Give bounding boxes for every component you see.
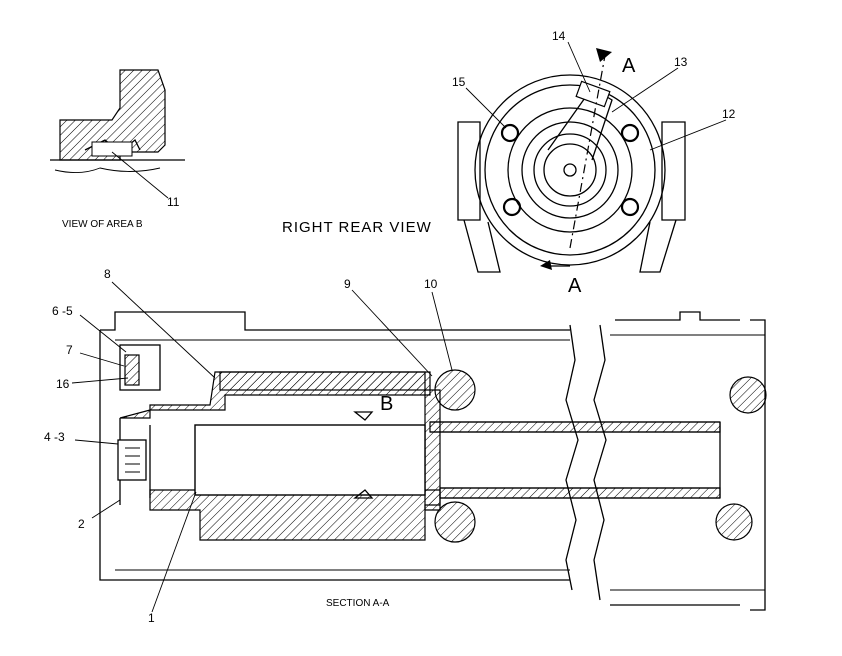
callout-10: 10 (424, 277, 438, 291)
section-mark-top: A (622, 55, 636, 77)
view-of-area-b: 11 VIEW OF AREA B (50, 69, 185, 230)
callout-7: 7 (66, 343, 73, 357)
section-a-a-caption: SECTION A-A (326, 598, 390, 609)
area-b-label: B (380, 393, 393, 415)
callout-9: 9 (344, 277, 351, 291)
right-rear-view-caption: RIGHT REAR VIEW (282, 219, 432, 236)
section-a-a: B 8 9 10 6 -5 7 16 4 -3 2 1 SECTION A-A (44, 267, 767, 625)
callout-4-3: 4 -3 (44, 430, 65, 444)
callout-16: 16 (56, 377, 70, 391)
section-mark-bottom: A (568, 275, 582, 297)
callout-11: 11 (167, 195, 180, 209)
callout-15: 15 (452, 75, 466, 89)
callout-12: 12 (722, 107, 736, 121)
callout-1: 1 (148, 611, 155, 625)
callout-8: 8 (104, 267, 111, 281)
callout-14: 14 (552, 29, 566, 43)
callout-13: 13 (674, 55, 688, 69)
view-area-b-caption: VIEW OF AREA B (62, 219, 143, 230)
callout-6-5: 6 -5 (52, 304, 73, 318)
right-rear-view: A A 14 13 12 15 RIGHT REAR VIEW (282, 29, 736, 297)
callout-2: 2 (78, 517, 85, 531)
leader-11 (111, 151, 169, 199)
